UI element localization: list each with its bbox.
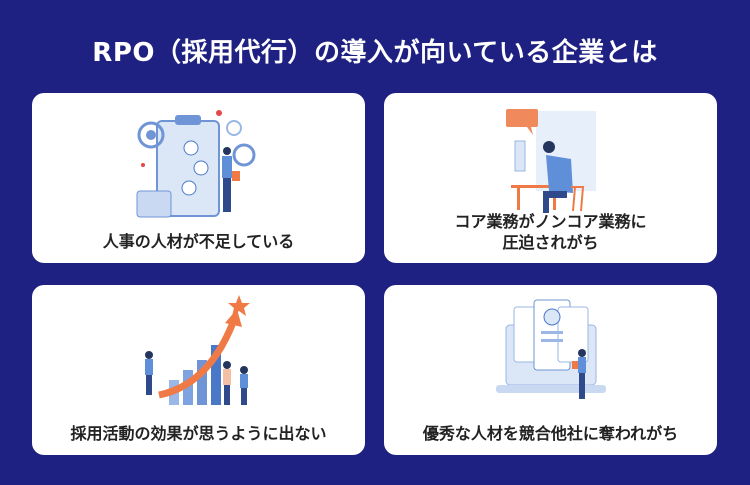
card-caption-line1: コア業務がノンコア業務に [454, 212, 647, 231]
stressed-worker-illustration [505, 109, 596, 213]
growth-chart-illustration [144, 295, 250, 405]
card-caption: 採用活動の効果が思うように出ない [70, 424, 327, 443]
card-caption: コア業務がノンコア業務に 圧迫されがち [384, 211, 717, 253]
card-caption: 人事の人材が不足している [102, 232, 295, 251]
card-recruiting-ineffective: 採用活動の効果が思うように出ない [32, 285, 365, 455]
candidate-profile-illustration [495, 299, 606, 399]
page-title: RPO（採用代行）の導入が向いている企業とは [92, 38, 658, 68]
card-caption-line2: 圧迫されがち [502, 233, 599, 252]
card-core-work-pressure: コア業務がノンコア業務に 圧迫されがち [384, 93, 717, 263]
clipboard-recruiter-illustration [136, 110, 255, 218]
card-hr-shortage: 人事の人材が不足している [32, 93, 365, 263]
card-caption: 優秀な人材を競合他社に奪われがち [422, 424, 679, 443]
card-talent-lost-to-competitors: 優秀な人材を競合他社に奪われがち [384, 285, 717, 455]
